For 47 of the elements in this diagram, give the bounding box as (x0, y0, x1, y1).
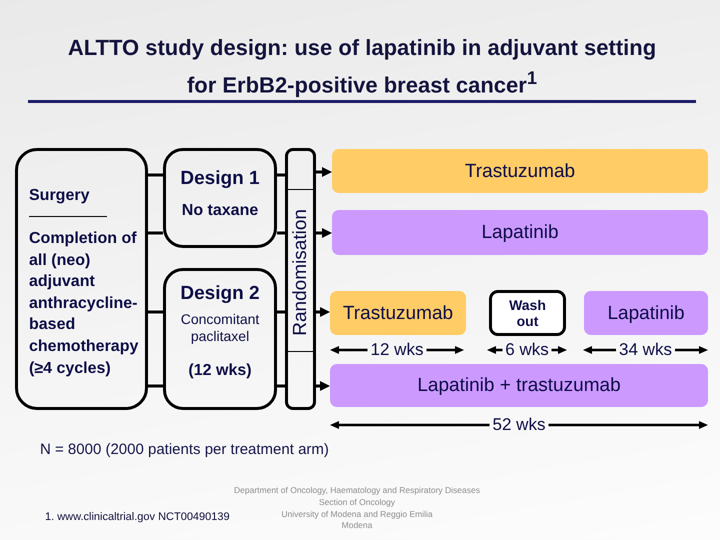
duration-label: 34 wks (619, 340, 672, 360)
box-text: Concomitant paclitaxel (180, 311, 260, 345)
criteria-box (15, 148, 148, 410)
bar-label: Lapatinib + trastuzumab (417, 374, 621, 397)
washout-box (489, 290, 566, 336)
bar-label: Wash out (508, 297, 547, 329)
arrow (316, 381, 330, 391)
connector-line (148, 384, 163, 388)
randomisation-box (285, 148, 316, 410)
treatment-bar (332, 149, 708, 193)
box-text: (12 wks) (188, 361, 252, 380)
design-box (163, 148, 277, 248)
bar-label: Trastuzumab (464, 160, 576, 182)
duration-label: 52 wks (492, 415, 546, 435)
box-heading: Design 1 (180, 167, 260, 190)
treatment-bar (330, 291, 466, 335)
duration-label: 6 wks (505, 340, 549, 360)
treatment-bar (584, 291, 708, 335)
treatment-bar (332, 210, 708, 255)
box-text: Completion of all (neo) adjuvant anthracycline-based chemotherapy (≥4 cycles) (29, 229, 140, 379)
connector-line (148, 232, 163, 234)
duration-label: 12 wks (370, 340, 424, 360)
arrow (316, 307, 330, 317)
arrow (316, 167, 332, 177)
connector-line (277, 174, 285, 176)
footnote: 1. www.clinicaltrial.gov NCT00490139 (45, 510, 230, 524)
treatment-bar (330, 364, 708, 407)
design-box (163, 268, 277, 410)
letterhead-text: Section of Oncology (318, 497, 396, 508)
connector-line (148, 174, 163, 176)
vertical-label: Randomisation (289, 209, 312, 336)
bar-label: Lapatinib (607, 302, 685, 324)
connector-line (277, 232, 285, 234)
box-heading: Surgery (29, 186, 90, 205)
connector-line (277, 310, 285, 314)
letterhead-text: Department of Oncology, Haematology and Respiratory Diseases (234, 485, 480, 496)
connector-line (277, 384, 285, 388)
letterhead-text: Modena (342, 520, 372, 531)
bar-label: Lapatinib (481, 221, 559, 244)
letterhead-text: University of Modena and Reggio Emilia (281, 509, 433, 520)
box-heading: Design 2 (180, 282, 260, 305)
sample-size-note: N = 8000 (2000 patients per treatment arm) (40, 440, 329, 459)
arrow (316, 228, 332, 238)
connector-line (148, 310, 163, 314)
slide-title: ALTTO study design: use of lapatinib in adjuvant setting for ErbB2-positive breast cancer$^{1}$ (66, 34, 658, 100)
box-text: No taxane (182, 201, 258, 220)
bar-label: Trastuzumab (342, 302, 454, 324)
